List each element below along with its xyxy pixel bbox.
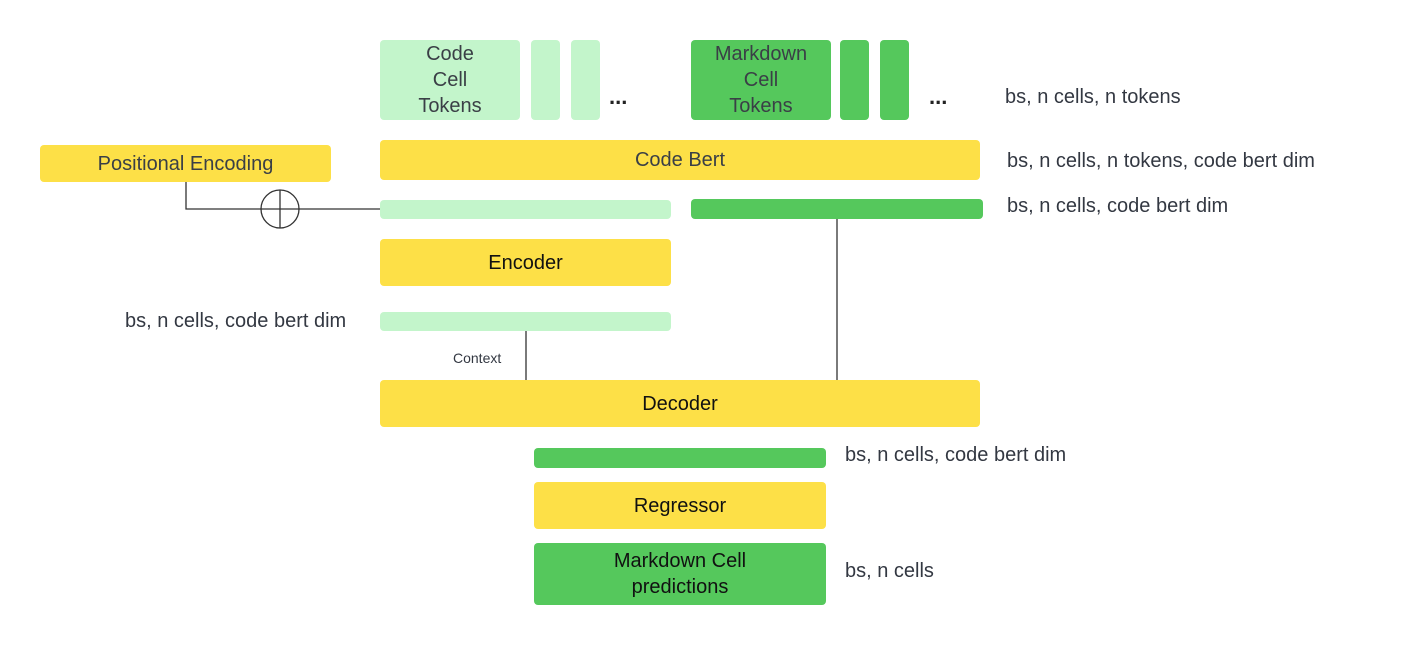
encoder-output-bar xyxy=(380,312,671,331)
tokens-shape-label: bs, n cells, n tokens xyxy=(1005,86,1181,108)
decoder-label: Decoder xyxy=(642,392,718,415)
code-cell-tokens-label: Code Cell Tokens xyxy=(418,43,482,117)
decoder-output-bar xyxy=(534,448,826,468)
code-cell-tokens-block: Code Cell Tokens xyxy=(380,40,520,120)
markdown-cell-predictions-label: Markdown Cell predictions xyxy=(613,550,747,598)
encoder-output-shape-label: bs, n cells, code bert dim xyxy=(125,310,347,332)
regressor-label: Regressor xyxy=(633,494,727,517)
code-cell-token-bar-1 xyxy=(531,40,560,120)
markdown-cell-token-bar-1 xyxy=(840,40,869,120)
positional-encoding-label: Positional Encoding xyxy=(97,152,274,175)
predictions-shape-label: bs, n cells xyxy=(845,560,934,582)
markdown-cell-tokens-block: Markdown Cell Tokens xyxy=(691,40,831,120)
embeddings-shape-label: bs, n cells, code bert dim xyxy=(1007,195,1229,217)
code-tokens-ellipsis: ... xyxy=(609,84,628,109)
decoder-block: Decoder xyxy=(380,380,980,427)
decoder-output-shape-label: bs, n cells, code bert dim xyxy=(845,444,1067,466)
markdown-tokens-ellipsis: ... xyxy=(929,84,948,109)
code-bert-shape-label: bs, n cells, n tokens, code bert dim xyxy=(1007,150,1315,172)
markdown-cell-token-bar-2 xyxy=(880,40,909,120)
markdown-cell-tokens-label: Markdown Cell Tokens xyxy=(714,43,808,117)
code-embedding-bar xyxy=(380,200,671,219)
markdown-cell-predictions-block: Markdown Cell predictions xyxy=(534,543,826,605)
context-label: Context xyxy=(453,350,502,366)
code-bert-label: Code Bert xyxy=(634,149,726,171)
positional-encoding-block: Positional Encoding xyxy=(40,145,331,182)
regressor-block: Regressor xyxy=(534,482,826,529)
encoder-block: Encoder xyxy=(380,239,671,286)
encoder-label: Encoder xyxy=(488,251,563,274)
code-cell-token-bar-2 xyxy=(571,40,600,120)
markdown-embedding-bar xyxy=(691,199,983,219)
positional-encoding-connector xyxy=(185,182,380,210)
code-bert-block: Code Bert xyxy=(380,140,980,180)
